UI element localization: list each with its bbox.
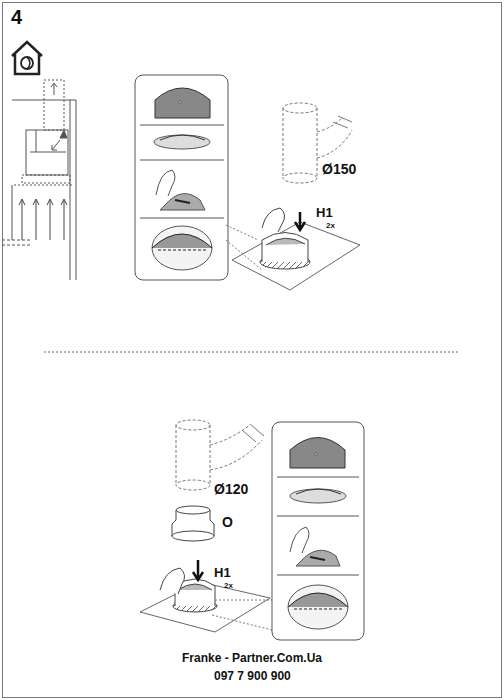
diameter-label: Ø150 [322, 162, 356, 177]
diameter-label: Ø120 [214, 482, 248, 497]
quantity-label: 2x [326, 222, 335, 231]
step-number: 4 [11, 6, 22, 28]
quantity-label: 2x [224, 582, 233, 591]
part-callout: H1 [214, 566, 231, 580]
footer-text: 097 7 900 900 [214, 670, 291, 683]
part-callout: H1 [316, 206, 333, 220]
part-callout: O [222, 515, 233, 530]
footer-text: Franke - Partner.Com.Ua [182, 652, 322, 665]
